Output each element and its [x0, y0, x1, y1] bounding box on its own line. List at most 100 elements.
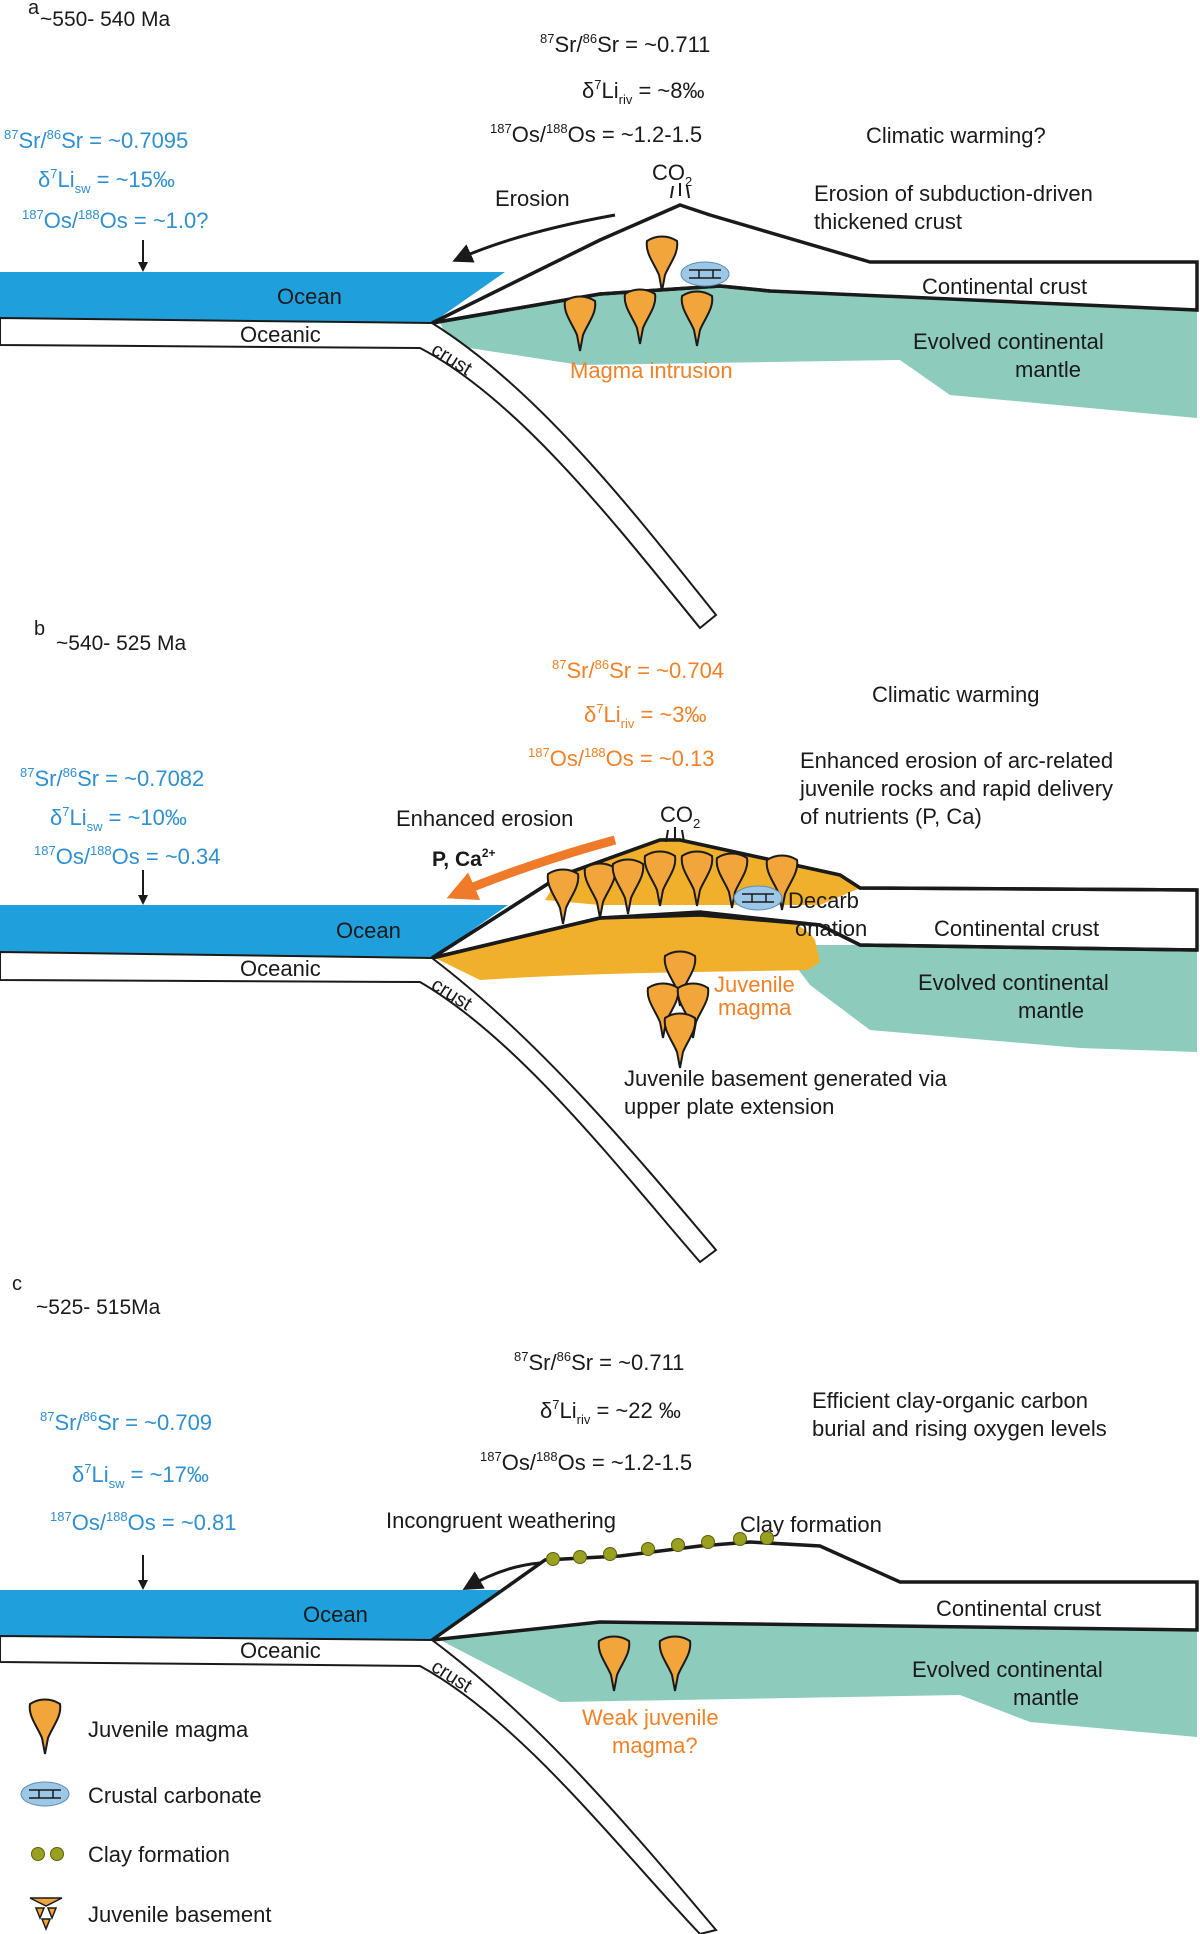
- ocean-body: [0, 1590, 510, 1640]
- seawater-li-isotope: δ7Lisw = ~10‰: [50, 804, 187, 834]
- continental-crust-label: Continental crust: [934, 916, 1099, 941]
- co2-label: CO2: [660, 802, 700, 831]
- weathering-label: Incongruent weathering: [386, 1508, 616, 1533]
- clay-formation-icon: [671, 1538, 685, 1552]
- panel-age: ~540- 525 Ma: [56, 632, 186, 655]
- mantle-label: Evolved continental: [918, 970, 1109, 995]
- note-line: burial and rising oxygen levels: [812, 1416, 1107, 1441]
- note-line: of nutrients (P, Ca): [800, 804, 982, 829]
- co2-release-ticks: [665, 827, 685, 843]
- clay-formation-icon: [50, 1847, 64, 1861]
- panel-letter: b: [34, 618, 45, 640]
- clay-formation-label: Clay formation: [740, 1512, 882, 1537]
- mantle-label: Evolved continental: [913, 329, 1104, 354]
- seawater-li-isotope: δ7Lisw = ~15‰: [38, 166, 175, 196]
- seawater-sr-ratio: 87Sr/86Sr = ~0.709: [40, 1409, 212, 1435]
- seawater-os-ratio: 187Os/188Os = ~1.0?: [22, 207, 209, 233]
- mantle-label: Evolved continental: [912, 1657, 1103, 1682]
- decarbonation-label: onation: [795, 916, 867, 941]
- ocean-body: [0, 272, 505, 323]
- legend-label: Crustal carbonate: [88, 1783, 262, 1808]
- panel-c: c ~525- 515Ma 87Sr/86Sr = ~0.711 δ7Liriv…: [0, 1273, 1199, 1934]
- weak-juvenile-magma-label: Weak juvenile: [582, 1705, 719, 1730]
- juvenile-basement-note: Juvenile basement generated via: [624, 1066, 948, 1091]
- river-li-isotope: δ7Liriv = ~8‰: [582, 77, 704, 107]
- juvenile-magma-icon: [663, 1012, 697, 1069]
- continental-crust-label: Continental crust: [922, 274, 1087, 299]
- continental-crust-label: Continental crust: [936, 1596, 1101, 1621]
- note-line: Climatic warming: [872, 682, 1039, 707]
- mantle-label: mantle: [1018, 998, 1084, 1023]
- ocean-label: Ocean: [336, 918, 401, 943]
- clay-formation-icon: [31, 1847, 45, 1861]
- decarbonation-label: Decarb: [788, 888, 859, 913]
- crustal-carbonate-icon: [680, 261, 730, 287]
- juvenile-magma-label: Juvenile: [714, 972, 795, 997]
- oceanic-label: Oceanic: [240, 956, 321, 981]
- oceanic-crust-slab: [0, 316, 718, 630]
- note-line: thickened crust: [814, 209, 962, 234]
- panel-letter: c: [12, 1273, 22, 1295]
- enhanced-erosion-arrow: [446, 835, 617, 900]
- nutrients-label: P, Ca2+: [432, 846, 496, 871]
- seawater-sr-ratio: 87Sr/86Sr = ~0.7082: [20, 765, 204, 791]
- panel-b: b ~540- 525 Ma 87Sr/86S: [0, 618, 1199, 1264]
- ocean-label: Ocean: [277, 284, 342, 309]
- weak-juvenile-magma-label: magma?: [612, 1733, 698, 1758]
- note-line: Efficient clay-organic carbon: [812, 1388, 1088, 1413]
- juvenile-magma-icon: [28, 1698, 62, 1755]
- clay-formation-icon: [546, 1552, 560, 1566]
- clay-formation-icon: [641, 1542, 655, 1556]
- clay-formation-icon: [573, 1550, 587, 1564]
- oceanic-label: Oceanic: [240, 1638, 321, 1663]
- oceanic-crust-slab: [0, 1634, 718, 1934]
- seawater-sr-ratio: 87Sr/86Sr = ~0.7095: [4, 127, 188, 153]
- river-os-ratio: 187Os/188Os = ~1.2-1.5: [480, 1449, 692, 1475]
- oceanic-crust-slab: [0, 950, 718, 1264]
- panel-a: a ~550- 540 Ma 87Sr/86Sr = ~0.711 δ7Liri…: [0, 0, 1199, 630]
- juvenile-basement-note: upper plate extension: [624, 1094, 834, 1119]
- river-os-ratio: 187Os/188Os = ~0.13: [528, 745, 715, 771]
- legend: Juvenile magma Crustal carbonate Clay fo…: [20, 1698, 271, 1932]
- crustal-carbonate-icon: [733, 885, 783, 911]
- river-li-isotope: δ7Liriv = ~3‰: [584, 701, 706, 731]
- note-line: Climatic warming?: [866, 123, 1046, 148]
- river-sr-ratio: 87Sr/86Sr = ~0.711: [514, 1349, 684, 1375]
- crustal-carbonate-icon: [20, 1781, 70, 1807]
- co2-label: CO2: [652, 160, 692, 189]
- clay-formation-icon: [701, 1535, 715, 1549]
- note-line: juvenile rocks and rapid delivery: [799, 776, 1113, 801]
- erosion-label: Erosion: [495, 186, 570, 211]
- panel-age: ~550- 540 Ma: [40, 8, 170, 31]
- juvenile-basement-icon: [29, 1897, 63, 1932]
- river-li-isotope: δ7Liriv = ~22 ‰: [540, 1397, 681, 1427]
- crust-base-line: [431, 284, 771, 325]
- river-os-ratio: 187Os/188Os = ~1.2-1.5: [490, 121, 702, 147]
- legend-label: Juvenile magma: [88, 1717, 249, 1742]
- note-line: Enhanced erosion of arc-related: [800, 748, 1113, 773]
- note-line: Erosion of subduction-driven: [814, 181, 1093, 206]
- seawater-os-ratio: 187Os/188Os = ~0.34: [34, 843, 221, 869]
- clay-formation-icon: [603, 1547, 617, 1561]
- ocean-body: [0, 905, 508, 958]
- river-sr-ratio: 87Sr/86Sr = ~0.704: [552, 657, 724, 683]
- co2-release-ticks: [670, 183, 690, 199]
- crust-base-line: [431, 910, 1198, 960]
- continental-crust: [425, 1540, 1199, 1643]
- legend-label: Clay formation: [88, 1842, 230, 1867]
- seawater-os-ratio: 187Os/188Os = ~0.81: [50, 1509, 237, 1535]
- erosion-label: Enhanced erosion: [396, 806, 573, 831]
- weathering-arrow: [462, 1561, 541, 1591]
- river-sr-ratio: 87Sr/86Sr = ~0.711: [540, 31, 710, 57]
- erosion-arrow: [452, 213, 616, 263]
- panel-age: ~525- 515Ma: [36, 1296, 161, 1319]
- seawater-li-isotope: δ7Lisw = ~17‰: [72, 1461, 209, 1491]
- ocean-label: Ocean: [303, 1602, 368, 1627]
- evolved-continental-mantle: [780, 945, 1197, 1052]
- panel-letter: a: [28, 0, 40, 19]
- mantle-label: mantle: [1013, 1685, 1079, 1710]
- juvenile-magma-label: magma: [718, 995, 792, 1020]
- oceanic-label: Oceanic: [240, 322, 321, 347]
- magma-intrusion-label: Magma intrusion: [570, 358, 733, 383]
